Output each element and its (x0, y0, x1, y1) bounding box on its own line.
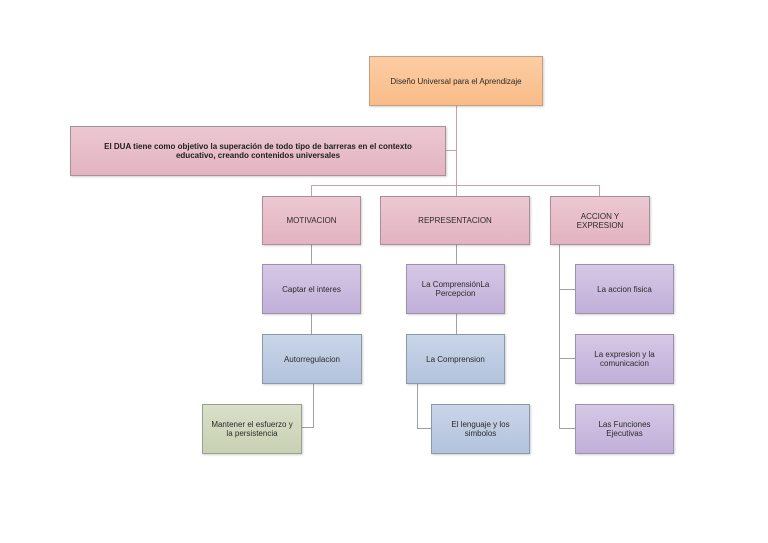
description-node[interactable]: El DUA tiene como objetivo la superación… (70, 126, 446, 176)
connector-representacion (456, 185, 457, 196)
node-label: La Comprension (426, 354, 485, 364)
connector-accion-fisica (559, 289, 575, 290)
connector-accion-trunk (559, 244, 560, 429)
node-funciones-ejecutivas[interactable]: Las Funciones Ejecutivas (575, 404, 674, 454)
connector-accion-expresion (559, 358, 575, 359)
node-label: Las Funciones Ejecutivas (598, 420, 651, 438)
node-captar-interes[interactable]: Captar el interes (262, 264, 361, 314)
node-label: Mantener el esfuerzo y la persistencia (211, 420, 293, 438)
root-label: Diseño Universal para el Aprendizaje (390, 76, 522, 86)
node-label: El lenguaje y los simbolos (451, 420, 510, 438)
root-node[interactable]: Diseño Universal para el Aprendizaje (369, 56, 543, 106)
node-expresion-comunicacion[interactable]: La expresion y la comunicacion (575, 334, 674, 384)
node-autorregulacion[interactable]: Autorregulacion (262, 334, 362, 384)
connector-autorreg-down (313, 383, 314, 427)
branch-motivacion[interactable]: MOTIVACION (262, 196, 361, 245)
connector-root-trunk (456, 105, 457, 185)
node-label: Autorregulacion (283, 354, 341, 364)
connector-accion (599, 185, 600, 196)
connector-description (445, 150, 456, 151)
connector-motivacion-down (311, 244, 312, 264)
branch-label: MOTIVACION (286, 216, 337, 225)
branch-representacion[interactable]: REPRESENTACION (380, 196, 530, 245)
description-label: El DUA tiene como objetivo la superación… (104, 142, 412, 160)
node-label: La expresion y la comunicacion (594, 350, 655, 368)
connector-comprension-down (417, 383, 418, 428)
connector-motivacion (311, 185, 312, 196)
connector-percepcion-down (456, 314, 457, 334)
connector-autorreg-mantener (302, 427, 314, 428)
connector-captar-down (311, 314, 312, 334)
node-mantener-esfuerzo[interactable]: Mantener el esfuerzo y la persistencia (202, 404, 302, 454)
node-label: La accion fisica (597, 284, 652, 294)
branch-label: ACCION Y EXPRESION (576, 211, 624, 230)
connector-representacion-down (456, 244, 457, 264)
connector-branch-bar (311, 185, 599, 186)
node-label: La ComprensiónLa Percepcion (421, 280, 490, 298)
node-label: Captar el interes (282, 284, 341, 294)
connector-accion-funciones (559, 428, 575, 429)
node-percepcion[interactable]: La ComprensiónLa Percepcion (406, 264, 505, 314)
node-lenguaje-simbolos[interactable]: El lenguaje y los simbolos (431, 404, 530, 454)
node-comprension[interactable]: La Comprension (406, 334, 505, 384)
branch-accion-expresion[interactable]: ACCION Y EXPRESION (550, 196, 650, 245)
branch-label: REPRESENTACION (418, 216, 492, 225)
node-accion-fisica[interactable]: La accion fisica (575, 264, 674, 314)
connector-comprension-lenguaje (417, 428, 431, 429)
